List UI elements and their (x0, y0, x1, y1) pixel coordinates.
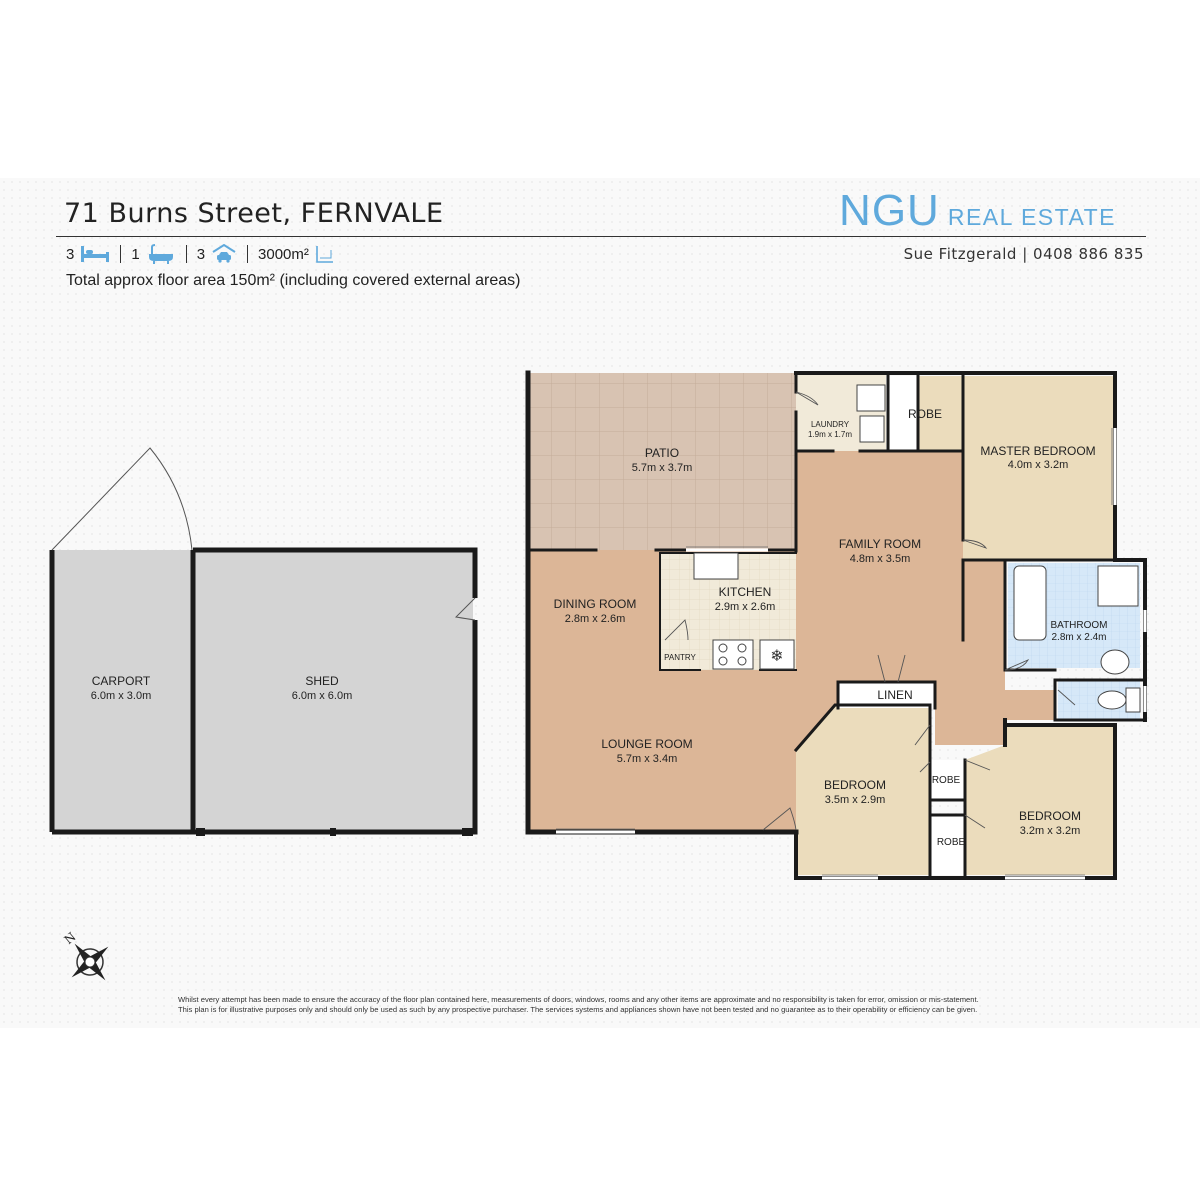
carport-gate-swing (51, 447, 193, 551)
stat-divider (185, 245, 187, 263)
kitchen-dims: 2.9m x 2.6m (715, 601, 776, 613)
agency-logo-text: REAL ESTATE (947, 204, 1116, 230)
bedroom-3-label: BEDROOM (1019, 809, 1081, 823)
agent-contact: Sue Fitzgerald | 0408 886 835 (903, 245, 1144, 263)
robe-master-label: ROBE (908, 407, 942, 421)
disclaimer-line-2: This plan is for illustrative purposes o… (178, 1005, 978, 1014)
bed-count: 3 (66, 245, 75, 263)
robe-2-label: ROBE (932, 775, 961, 786)
washing-machine-icon (859, 415, 885, 443)
laundry-dims: 1.9m x 1.7m (808, 430, 852, 439)
vanity-basin-icon (1100, 649, 1130, 675)
kitchen-sink-icon (693, 552, 739, 580)
fixtures: ❄ (693, 384, 1141, 713)
bedroom-3-floor (965, 725, 1115, 875)
cooktop-icon (712, 639, 754, 670)
bathtub-icon (1013, 565, 1047, 641)
outbuildings (49, 447, 478, 836)
floor-area-note: Total approx floor area 150m² (including… (66, 272, 521, 289)
robe-3-floor (930, 815, 965, 875)
family-room-dims: 4.8m x 3.5m (850, 553, 911, 565)
bedroom-2-label: BEDROOM (824, 778, 886, 792)
disclaimer-line-1: Whilst every attempt has been made to en… (178, 995, 979, 1004)
carport-label: CARPORT (92, 674, 151, 688)
shed-label: SHED (305, 674, 339, 688)
compass-icon: N (62, 930, 109, 981)
shed-floor (193, 550, 473, 832)
laundry-tub-icon (856, 384, 886, 412)
family-room-label: FAMILY ROOM (839, 537, 921, 551)
property-stats: 3 1 3 3000m² (66, 244, 335, 264)
patio-dims: 5.7m x 3.7m (632, 462, 693, 474)
outbuilding-walls (49, 547, 478, 835)
linen-label: LINEN (877, 688, 912, 702)
bedroom-2-floor (796, 705, 930, 875)
dining-room-dims: 2.8m x 2.6m (565, 613, 626, 625)
agency-logo: NGU REAL ESTATE (839, 186, 1116, 236)
robe-2-floor (930, 760, 965, 800)
toilet-icon (1097, 690, 1127, 710)
robe-3-label: ROBE (937, 837, 966, 848)
header-rule (56, 236, 1146, 237)
snowflake-icon: ❄ (770, 646, 783, 665)
stat-divider (247, 245, 249, 263)
door-swings (664, 391, 1076, 831)
car-icon (212, 244, 236, 263)
carport-dims: 6.0m x 3.0m (91, 690, 152, 702)
lounge-room-dims: 5.7m x 3.4m (617, 753, 678, 765)
land-icon (316, 246, 333, 263)
shower-icon (1097, 565, 1139, 607)
car-count: 3 (196, 245, 206, 263)
land-size: 3000m² (258, 245, 309, 263)
toilet-cistern-icon (1125, 687, 1141, 713)
kitchen-label: KITCHEN (719, 585, 772, 599)
bathroom-label: BATHROOM (1050, 620, 1107, 631)
compass-north-label: N (62, 930, 79, 947)
shed-door-swing (454, 597, 476, 621)
master-bedroom-dims: 4.0m x 3.2m (1008, 459, 1069, 471)
master-bedroom-label: MASTER BEDROOM (980, 444, 1095, 458)
master-bedroom-floor (963, 376, 1115, 560)
fridge-icon (759, 639, 795, 670)
patio-label: PATIO (645, 446, 679, 460)
laundry-label: LAUNDRY (811, 420, 850, 429)
windows (556, 428, 1147, 880)
shed-dims: 6.0m x 6.0m (292, 690, 353, 702)
bath-count: 1 (131, 245, 140, 263)
agency-logo-mark: NGU (839, 186, 940, 235)
stat-divider (120, 245, 122, 263)
disclaimer: Whilst every attempt has been made to en… (178, 995, 1058, 1015)
property-address: 71 Burns Street, FERNVALE (64, 198, 444, 229)
bedroom-3-dims: 3.2m x 3.2m (1020, 825, 1081, 837)
room-labels: PATIO 5.7m x 3.7m LAUNDRY 1.9m x 1.7m RO… (91, 407, 1108, 848)
bed-icon (81, 246, 110, 262)
robe-master-floor (890, 376, 917, 450)
bedroom-2-dims: 3.5m x 2.9m (825, 794, 886, 806)
lounge-room-label: LOUNGE ROOM (601, 737, 692, 751)
window-lines (556, 428, 1113, 876)
patio-floor (528, 373, 796, 550)
bath-icon (148, 244, 173, 264)
dining-room-label: DINING ROOM (554, 597, 637, 611)
bathroom-dims: 2.8m x 2.4m (1051, 632, 1106, 643)
carport-floor (50, 550, 193, 832)
pantry-label: PANTRY (664, 653, 696, 662)
